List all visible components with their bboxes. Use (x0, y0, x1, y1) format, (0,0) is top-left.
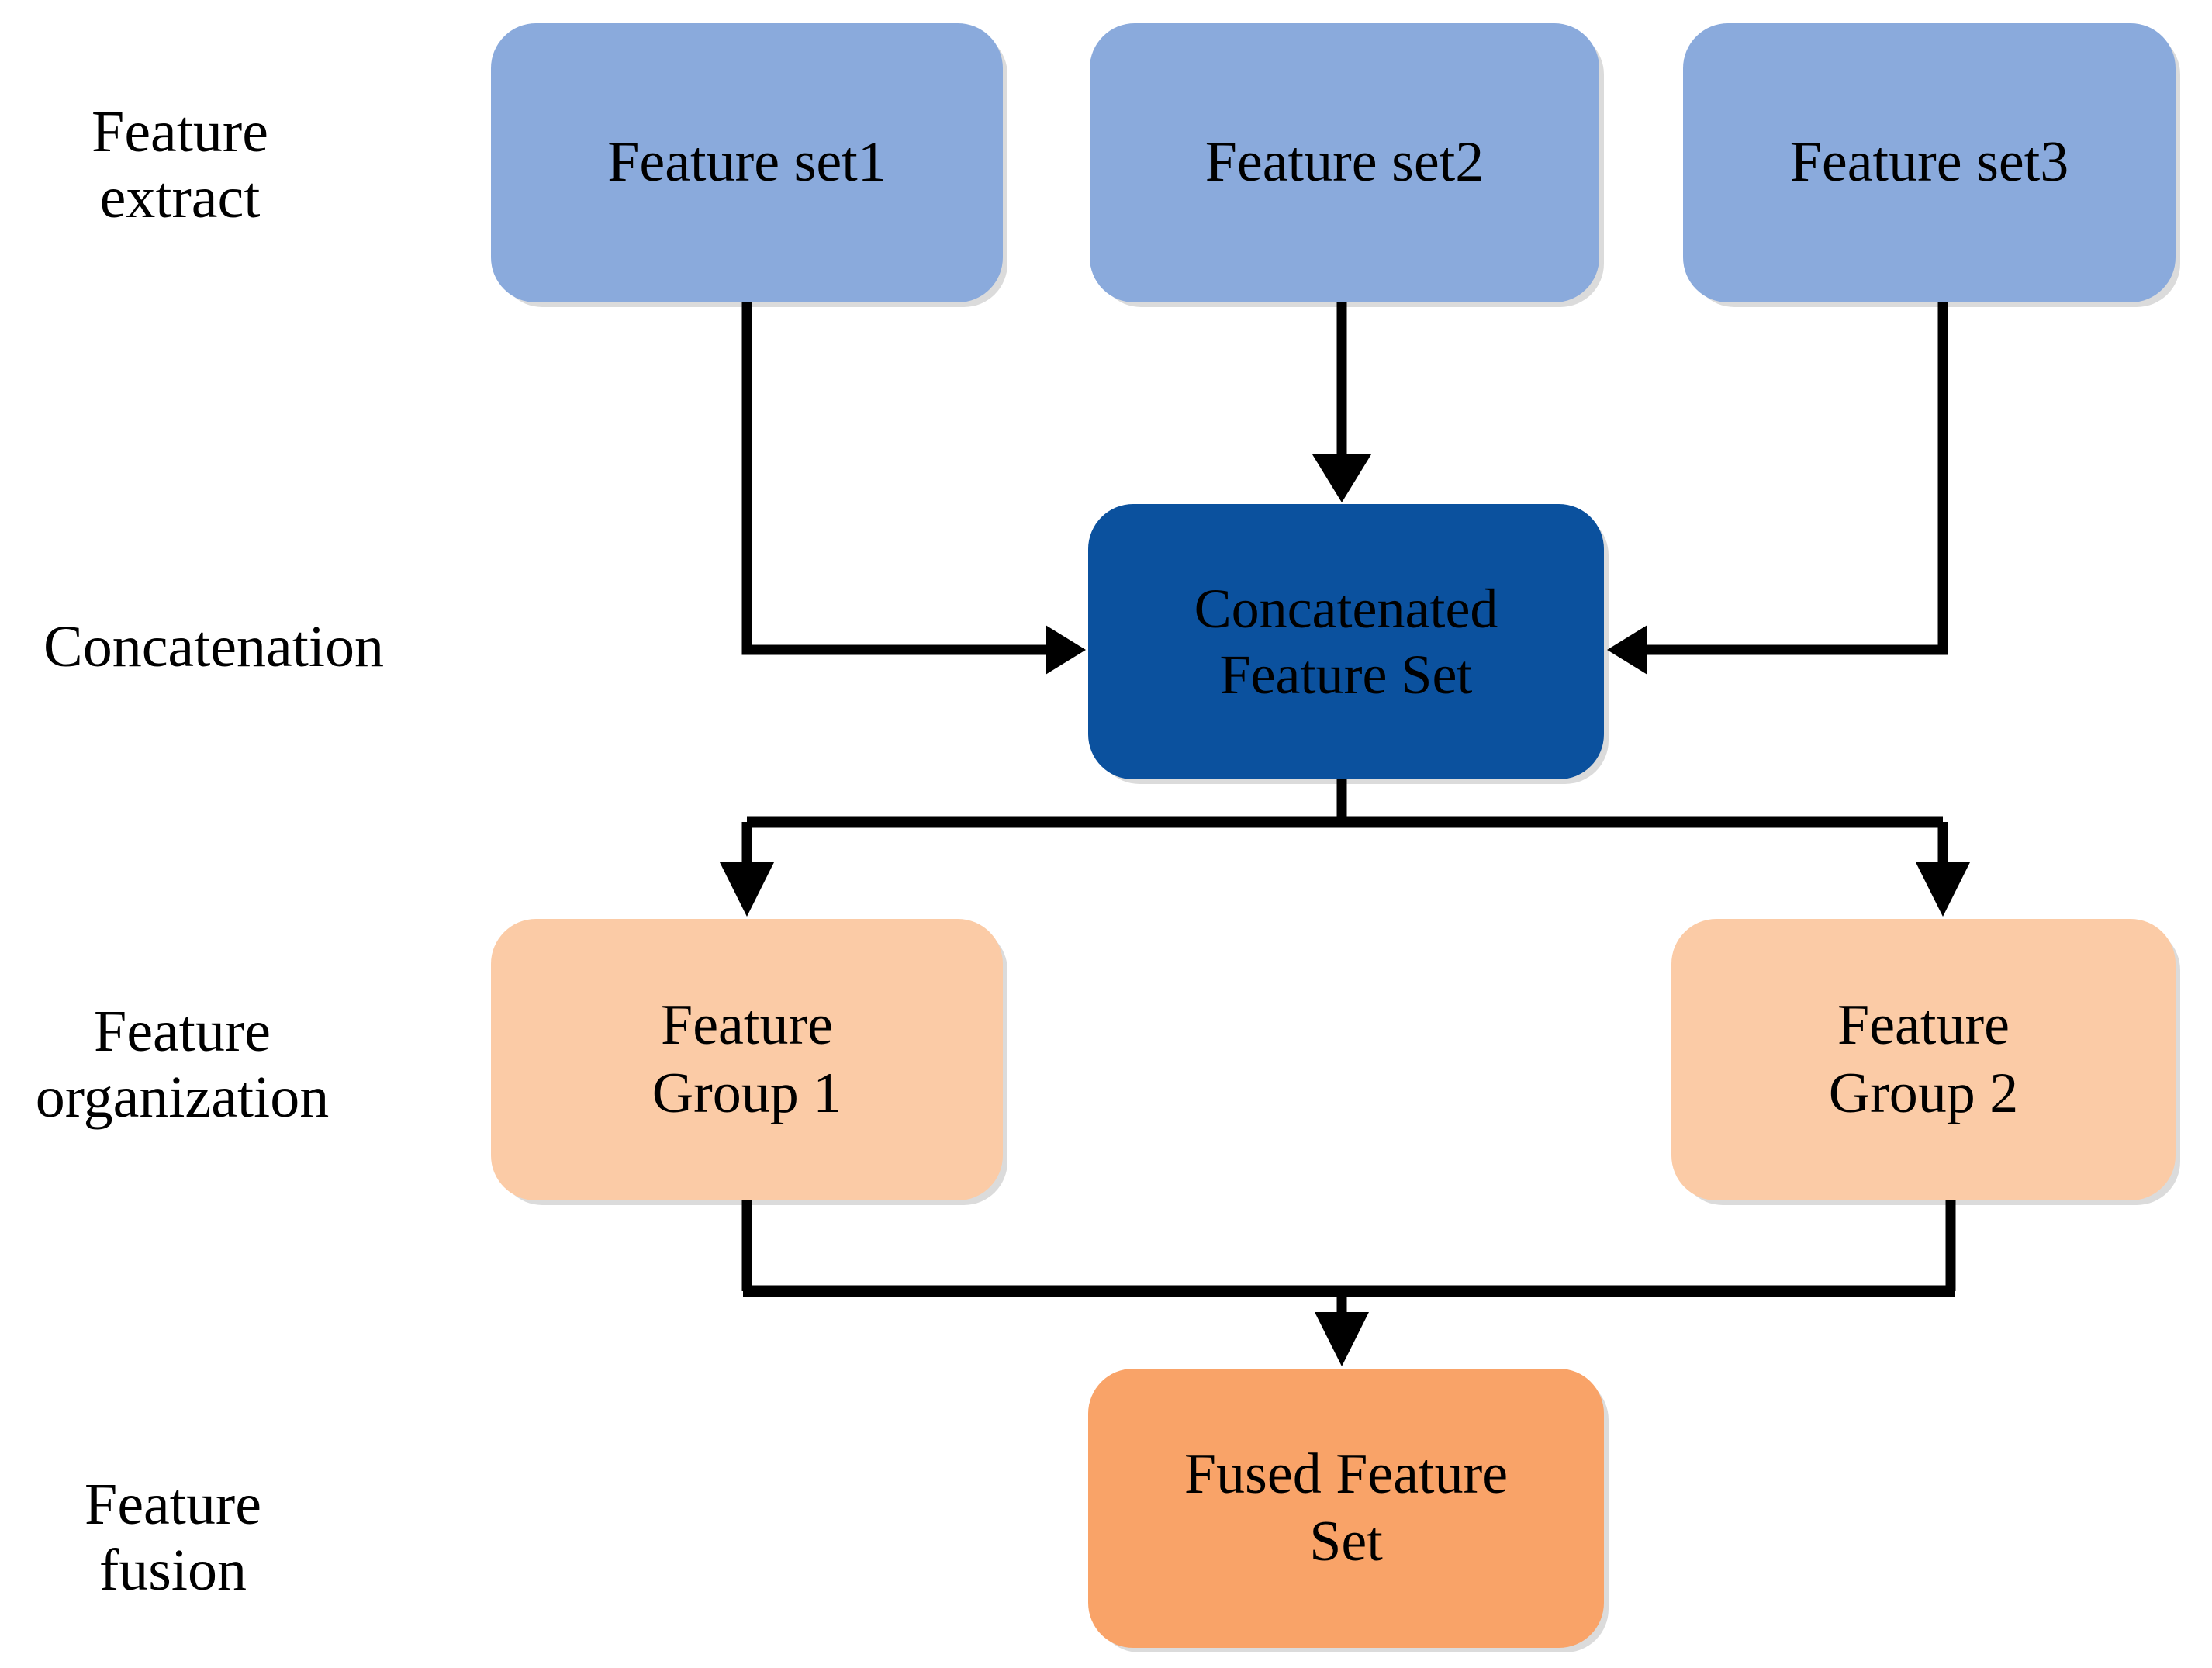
stage-label-feature-fusion: Feature fusion (85, 1472, 261, 1604)
stage-label-feature-organization: Feature organization (35, 999, 330, 1131)
node-feature-set-3[interactable]: Feature set3 (1683, 23, 2176, 302)
node-feature-group-1[interactable]: Feature Group 1 (491, 919, 1003, 1200)
connector-groups-merge-bus (741, 1200, 1956, 1297)
node-feature-group-2[interactable]: Feature Group 2 (1671, 919, 2176, 1200)
connector-merge-to-fused (1315, 1291, 1369, 1366)
connector-set3-to-concat (1607, 302, 1948, 675)
connector-concat-to-group2 (1916, 822, 1970, 917)
node-feature-set-1[interactable]: Feature set1 (491, 23, 1003, 302)
connector-concat-to-group1 (720, 822, 774, 917)
stage-label-feature-extract: Feature extract (92, 99, 268, 231)
connector-set2-to-concat (1312, 302, 1371, 502)
stage-label-concatenation: Concatenation (43, 614, 384, 679)
connector-set1-to-concat (741, 302, 1086, 675)
node-concatenated-feature-set[interactable]: Concatenated Feature Set (1088, 504, 1604, 779)
node-fused-feature-set[interactable]: Fused Feature Set (1088, 1369, 1604, 1648)
node-feature-set-2[interactable]: Feature set2 (1090, 23, 1599, 302)
connector-concat-split-bus (747, 779, 1943, 828)
